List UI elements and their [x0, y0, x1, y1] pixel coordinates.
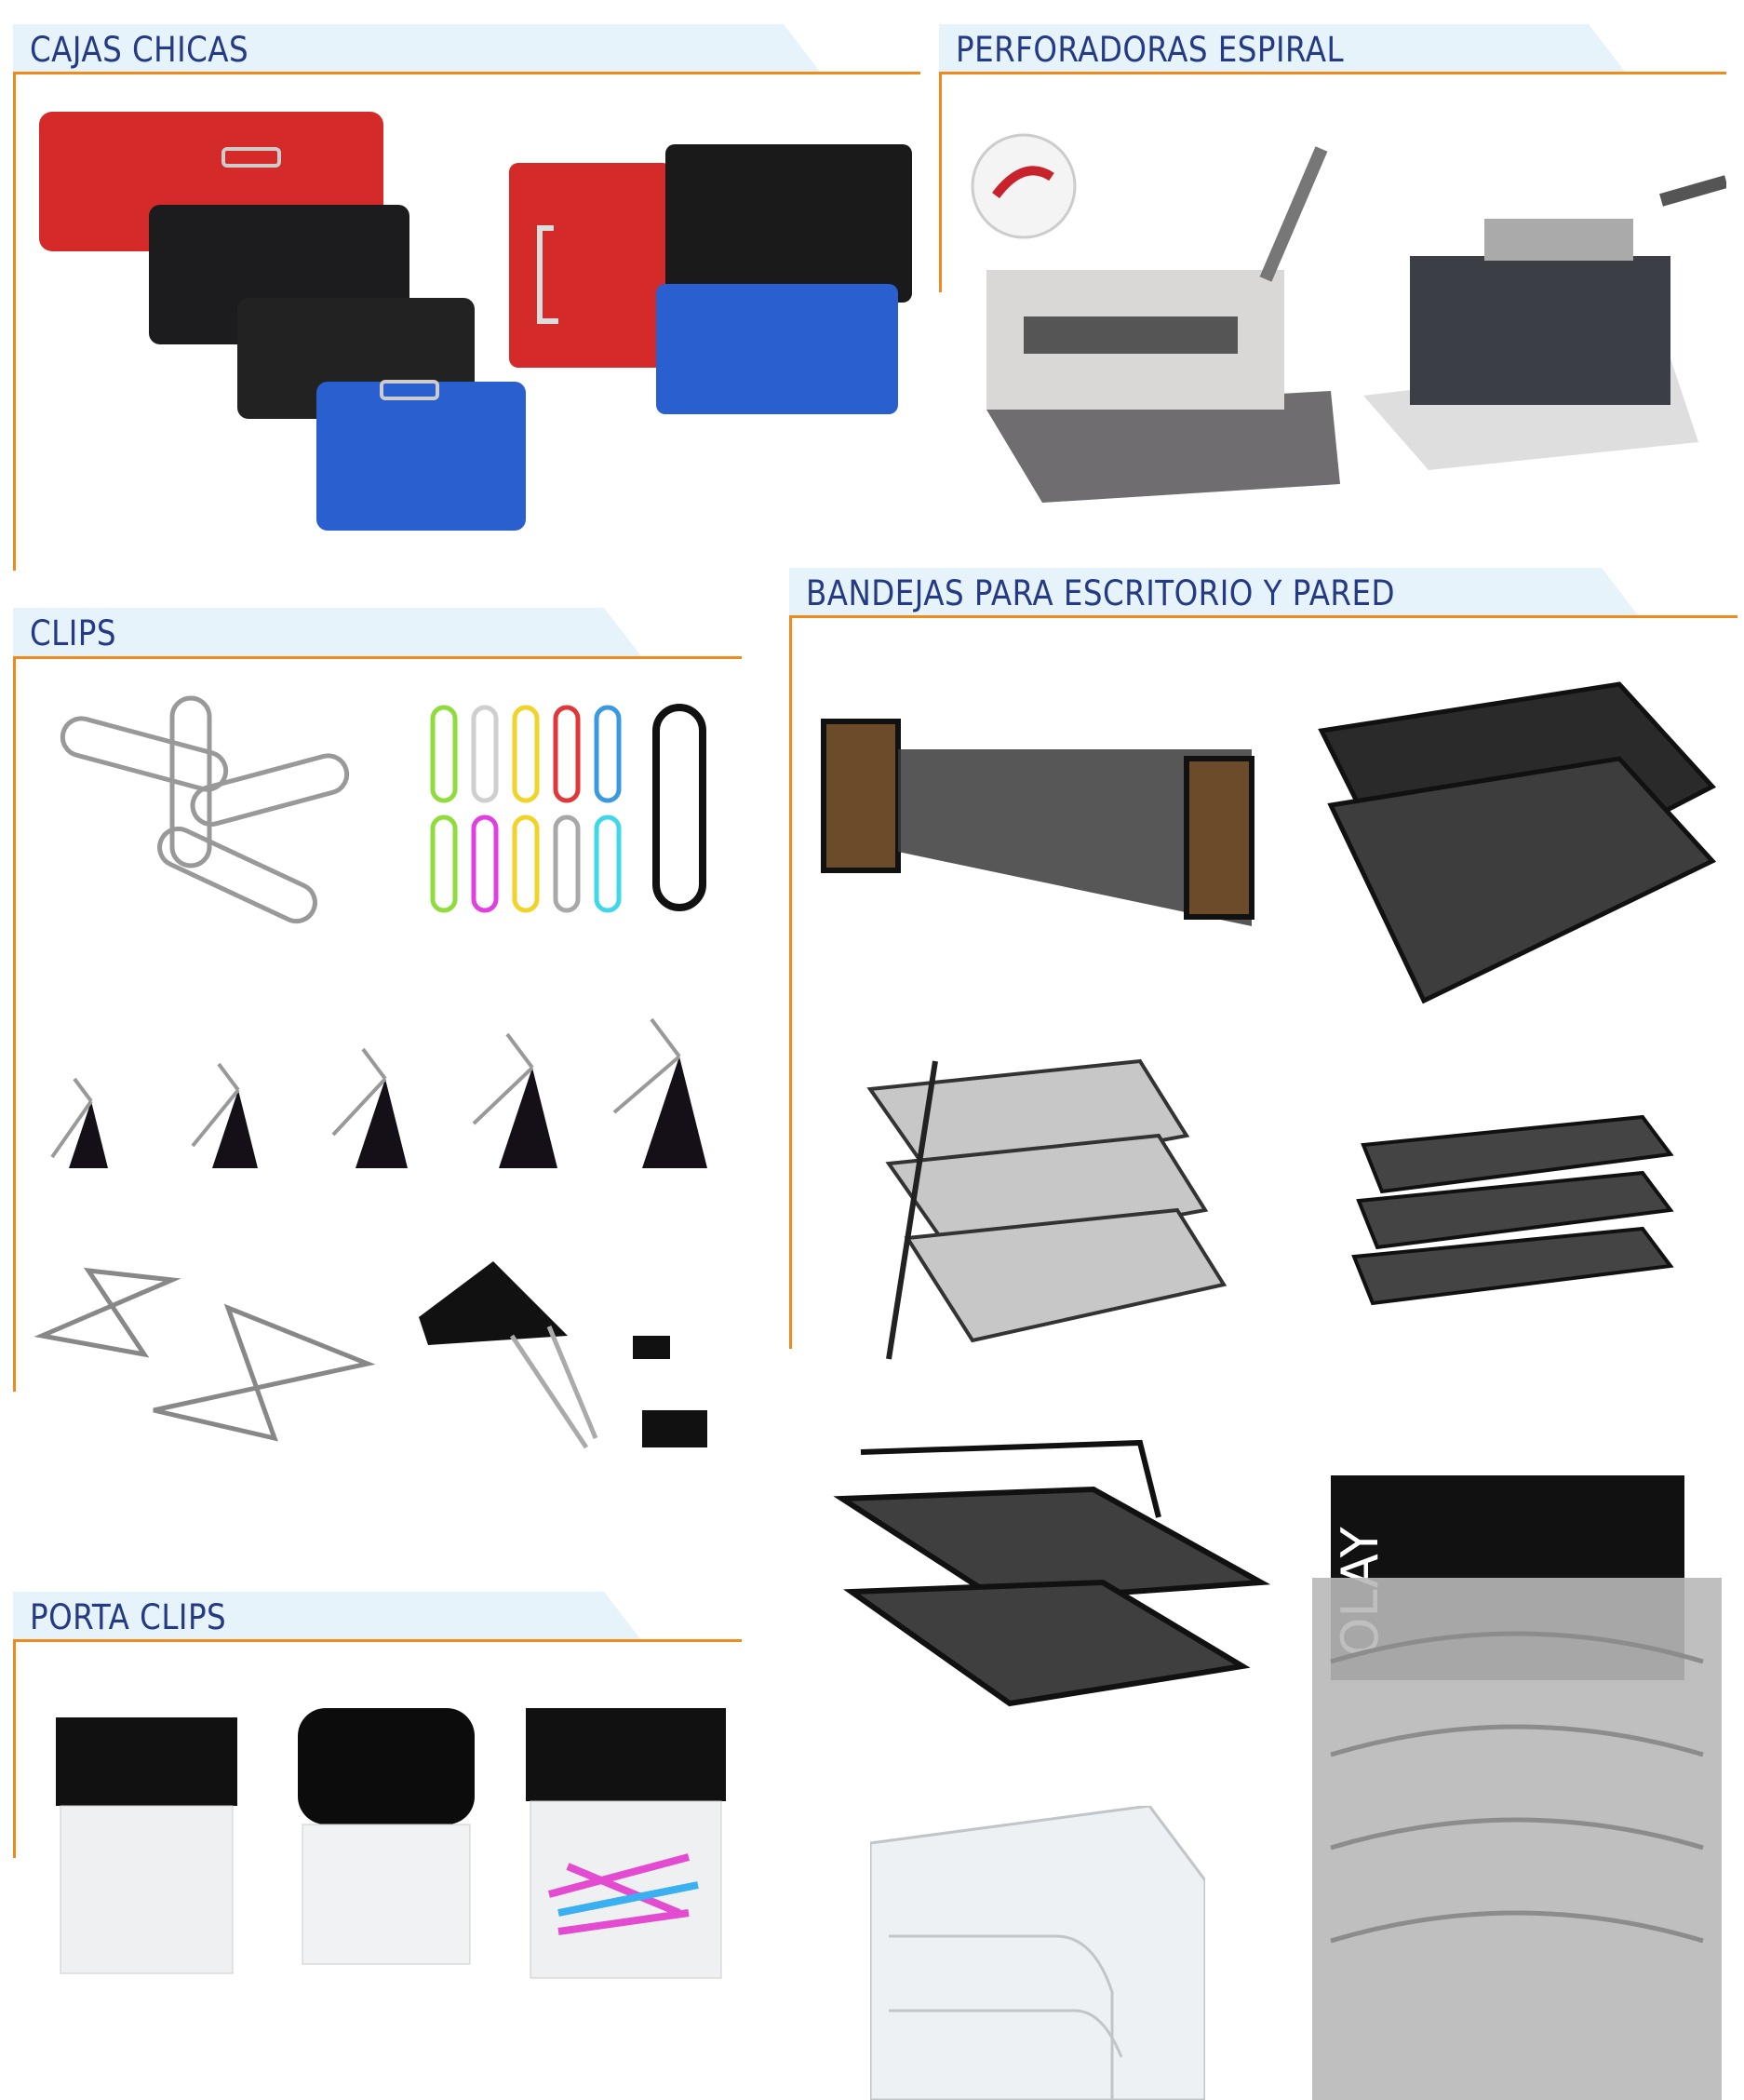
section-header-porta-clips: PORTA CLIPS: [13, 1592, 641, 1640]
binder-clips-row-image: [28, 991, 745, 1178]
paper-clip: [594, 705, 622, 803]
stacked-tray-image: [814, 712, 1266, 954]
section-title: BANDEJAS PARA ESCRITORIO Y PARED: [806, 573, 1396, 613]
divider: [13, 656, 742, 659]
mesh-tray-three-level-image: [861, 1043, 1233, 1378]
divider: [939, 72, 942, 292]
binder-clip: [191, 1062, 258, 1168]
triangle-clips-image: [33, 1252, 386, 1457]
binder-clip: [331, 1047, 408, 1168]
binder-clip: [612, 1017, 707, 1168]
section-header-bandejas: BANDEJAS PARA ESCRITORIO Y PARED: [789, 568, 1639, 616]
divider: [789, 615, 1737, 618]
binding-machine-image: [1354, 163, 1726, 479]
paper-clip: [512, 814, 540, 913]
clip-dispenser-color-image: [521, 1689, 731, 1987]
section-title: CLIPS: [30, 613, 116, 653]
divider: [939, 72, 1726, 74]
paper-clip: [512, 705, 540, 803]
clip-dispenser-square-image: [51, 1699, 242, 1978]
binding-machine-image: [968, 130, 1359, 503]
mesh-tray-three-level-black-image: [1345, 1089, 1689, 1331]
paper-clip: [471, 705, 499, 803]
binder-clip: [472, 1032, 557, 1168]
paper-clip: [430, 705, 458, 803]
wall-mesh-organizer-image: OLAY: [1312, 1457, 1722, 2100]
acrylic-wall-holder-image: [870, 1806, 1205, 2100]
divider: [13, 1639, 742, 1642]
section-title: PERFORADORAS ESPIRAL: [956, 30, 1345, 70]
divider: [13, 656, 16, 1392]
mesh-tray-image: [1312, 675, 1722, 1010]
paper-clip: [430, 814, 458, 913]
section-header-cajas-chicas: CAJAS CHICAS: [13, 24, 821, 73]
clip-dispenser-round-image: [293, 1703, 479, 1973]
paper-clip: [553, 705, 581, 803]
section-title: CAJAS CHICAS: [30, 30, 249, 70]
divider: [13, 72, 16, 571]
paper-clip: [553, 814, 581, 913]
colored-paper-clips-image: [423, 698, 721, 922]
divider: [789, 615, 792, 1349]
paper-clip: [652, 704, 706, 911]
cash-box-set-image: [37, 102, 540, 540]
section-header-clips: CLIPS: [13, 608, 641, 656]
binder-clips-assorted-image: [409, 1252, 735, 1466]
section-title: PORTA CLIPS: [30, 1597, 227, 1637]
paper-clip: [594, 814, 622, 913]
cash-box-pair-image: [507, 144, 917, 424]
mesh-tray-two-level-image: [833, 1424, 1270, 1722]
binder-clip: [50, 1077, 108, 1168]
divider: [13, 1639, 16, 1858]
section-header-perforadoras-espiral: PERFORADORAS ESPIRAL: [939, 24, 1626, 73]
divider: [13, 72, 920, 74]
paper-clip: [471, 814, 499, 913]
silver-paper-clips-image: [51, 680, 358, 940]
